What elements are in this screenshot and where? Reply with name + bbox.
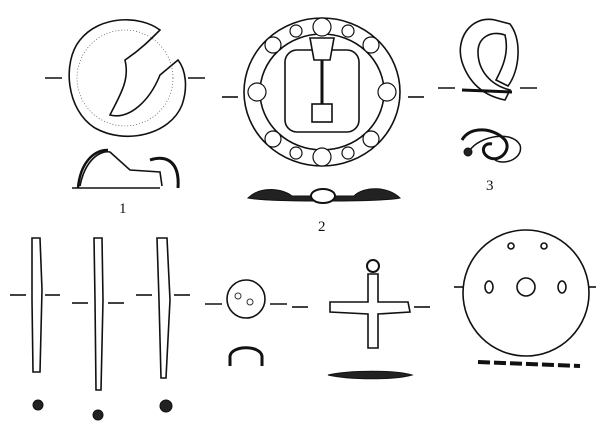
cross-pendant — [292, 259, 430, 380]
perforated-disc — [454, 229, 596, 368]
needle-2 — [72, 237, 124, 421]
figure-label-2: 2 — [318, 219, 326, 235]
artifact-1-plan — [45, 19, 205, 137]
artifact-3-plan — [438, 18, 537, 101]
figure-label-3: 3 — [486, 178, 494, 194]
artifact-2-profile — [246, 188, 402, 204]
artifact-1-profile — [72, 148, 180, 189]
artifact-2-plan — [222, 17, 424, 167]
needle-3 — [136, 237, 190, 413]
figure-label-1: 1 — [119, 201, 127, 217]
needle-1 — [10, 237, 60, 411]
button-artifact — [205, 279, 287, 366]
artifact-3-section — [460, 128, 522, 163]
